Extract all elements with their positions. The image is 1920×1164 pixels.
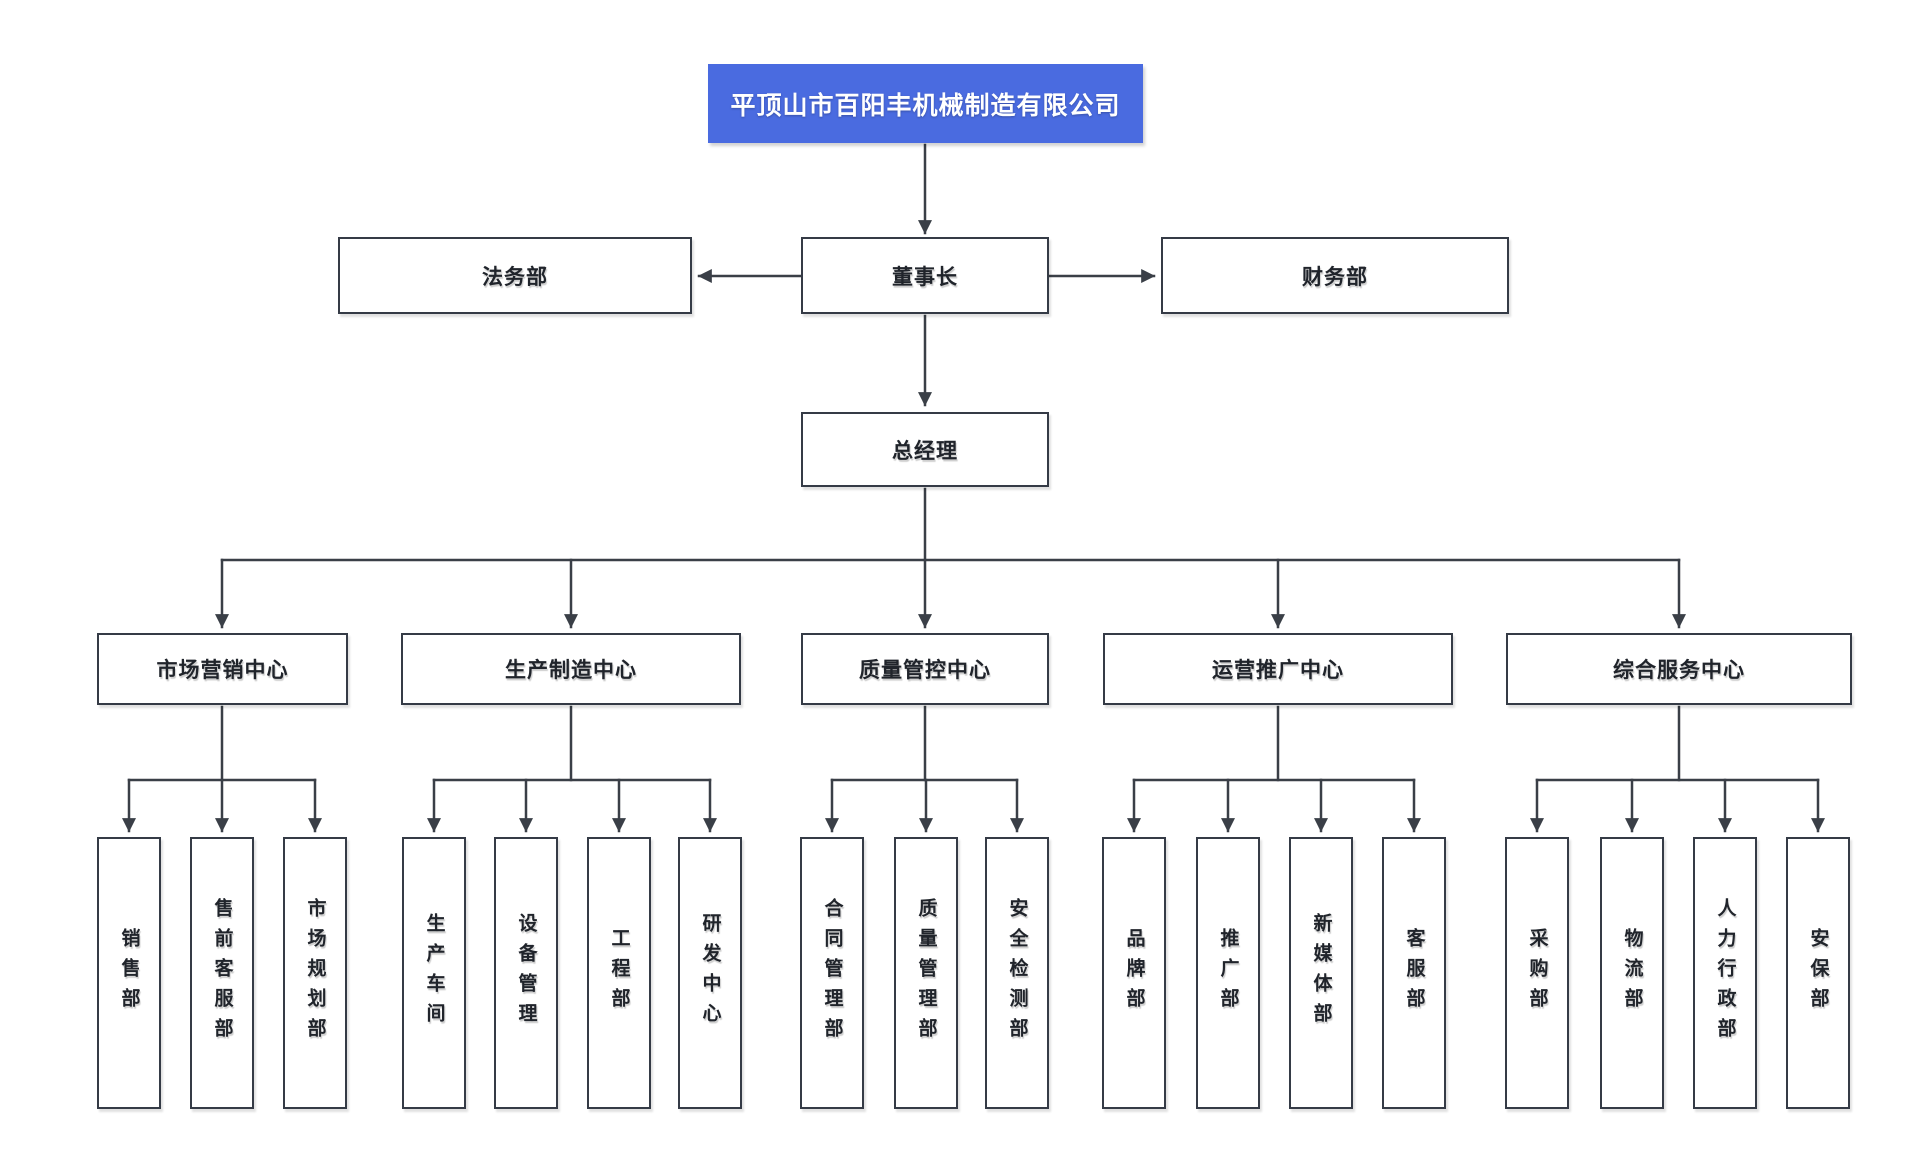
- node-dept-equipment-mgmt-label: 设备管理: [515, 913, 537, 1033]
- node-dept-customer-service: 客服部: [1382, 837, 1446, 1109]
- node-dept-production-workshop: 生产车间: [402, 837, 466, 1109]
- node-center-operations: 运营推广中心: [1103, 633, 1453, 705]
- node-center-operations-label: 运营推广中心: [1212, 659, 1344, 682]
- node-dept-engineering-label: 工程部: [608, 928, 630, 1018]
- node-dept-new-media: 新媒体部: [1289, 837, 1353, 1109]
- node-chairman: 董事长: [801, 237, 1049, 314]
- node-dept-engineering: 工程部: [587, 837, 651, 1109]
- node-company: 平顶山市百阳丰机械制造有限公司: [708, 64, 1143, 143]
- node-dept-sales-label: 销售部: [118, 928, 140, 1018]
- node-dept-security-label: 安保部: [1807, 928, 1829, 1018]
- node-dept-rnd-center: 研发中心: [678, 837, 742, 1109]
- node-dept-security: 安保部: [1786, 837, 1850, 1109]
- node-dept-production-workshop-label: 生产车间: [423, 913, 445, 1033]
- node-dept-hr-admin: 人力行政部: [1693, 837, 1757, 1109]
- node-center-quality: 质量管控中心: [801, 633, 1049, 705]
- node-dept-contract-mgmt: 合同管理部: [800, 837, 864, 1109]
- node-dept-procurement: 采购部: [1505, 837, 1569, 1109]
- node-dept-procurement-label: 采购部: [1526, 928, 1548, 1018]
- node-dept-contract-mgmt-label: 合同管理部: [821, 898, 843, 1048]
- node-general-manager-label: 总经理: [892, 439, 958, 463]
- node-company-label: 平顶山市百阳丰机械制造有限公司: [730, 91, 1121, 120]
- node-center-marketing: 市场营销中心: [97, 633, 348, 705]
- node-finance-dept: 财务部: [1161, 237, 1509, 314]
- node-dept-market-planning: 市场规划部: [283, 837, 347, 1109]
- node-dept-promotion: 推广部: [1196, 837, 1260, 1109]
- node-center-quality-label: 质量管控中心: [859, 659, 991, 682]
- node-finance-dept-label: 财务部: [1302, 265, 1368, 289]
- node-dept-presales-service-label: 售前客服部: [211, 898, 233, 1048]
- node-chairman-label: 董事长: [892, 265, 958, 289]
- node-dept-sales: 销售部: [97, 837, 161, 1109]
- node-center-services: 综合服务中心: [1506, 633, 1852, 705]
- node-center-production: 生产制造中心: [401, 633, 741, 705]
- node-dept-safety-inspection-label: 安全检测部: [1006, 898, 1028, 1048]
- node-dept-quality-mgmt: 质量管理部: [894, 837, 958, 1109]
- node-dept-logistics-label: 物流部: [1621, 928, 1643, 1018]
- node-dept-new-media-label: 新媒体部: [1310, 913, 1332, 1033]
- node-dept-quality-mgmt-label: 质量管理部: [915, 898, 937, 1048]
- node-dept-presales-service: 售前客服部: [190, 837, 254, 1109]
- node-dept-equipment-mgmt: 设备管理: [494, 837, 558, 1109]
- node-dept-logistics: 物流部: [1600, 837, 1664, 1109]
- node-dept-brand: 品牌部: [1102, 837, 1166, 1109]
- node-dept-brand-label: 品牌部: [1123, 928, 1145, 1018]
- node-dept-safety-inspection: 安全检测部: [985, 837, 1049, 1109]
- node-center-services-label: 综合服务中心: [1613, 659, 1745, 682]
- node-dept-rnd-center-label: 研发中心: [699, 913, 721, 1033]
- node-general-manager: 总经理: [801, 412, 1049, 487]
- node-dept-market-planning-label: 市场规划部: [304, 898, 326, 1048]
- node-dept-customer-service-label: 客服部: [1403, 928, 1425, 1018]
- node-center-marketing-label: 市场营销中心: [156, 659, 289, 682]
- node-legal-dept-label: 法务部: [482, 265, 548, 289]
- node-dept-hr-admin-label: 人力行政部: [1714, 898, 1736, 1048]
- node-legal-dept: 法务部: [338, 237, 692, 314]
- node-center-production-label: 生产制造中心: [505, 659, 637, 682]
- node-dept-promotion-label: 推广部: [1217, 928, 1239, 1018]
